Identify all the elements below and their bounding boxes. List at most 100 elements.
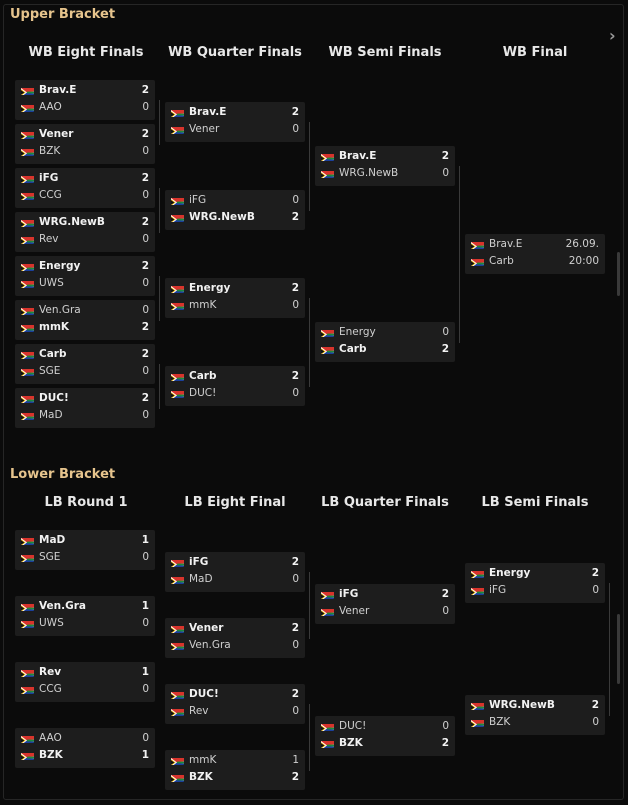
- team-name[interactable]: WRG.NewB: [489, 699, 555, 711]
- team-name[interactable]: AAO: [39, 101, 62, 113]
- team-name[interactable]: AAO: [39, 732, 62, 744]
- team-name[interactable]: Vener: [189, 622, 224, 634]
- team-name[interactable]: Ven.Gra: [39, 304, 81, 316]
- team-name[interactable]: CCG: [39, 189, 62, 201]
- team-name[interactable]: Vener: [39, 128, 74, 140]
- team-row[interactable]: DUC!0: [171, 385, 299, 402]
- chevron-right-icon[interactable]: ›: [609, 26, 616, 45]
- team-name[interactable]: DUC!: [39, 392, 69, 404]
- team-row[interactable]: DUC!2: [171, 686, 299, 703]
- team-name[interactable]: DUC!: [339, 720, 367, 732]
- team-name[interactable]: Ven.Gra: [189, 639, 231, 651]
- team-name[interactable]: Carb: [189, 370, 217, 382]
- team-name[interactable]: BZK: [489, 716, 511, 728]
- team-name[interactable]: Energy: [489, 567, 531, 579]
- team-name[interactable]: MaD: [39, 409, 63, 421]
- team-name[interactable]: BZK: [39, 145, 61, 157]
- team-name[interactable]: iFG: [339, 588, 359, 600]
- team-name[interactable]: Carb: [39, 348, 67, 360]
- team-name[interactable]: Ven.Gra: [39, 600, 87, 612]
- team-name[interactable]: mmK: [39, 321, 70, 333]
- team-row[interactable]: DUC!2: [21, 390, 149, 407]
- team-name[interactable]: BZK: [189, 771, 213, 783]
- team-name[interactable]: BZK: [39, 749, 63, 761]
- team-name[interactable]: Carb: [489, 255, 514, 267]
- team-name[interactable]: mmK: [189, 754, 217, 766]
- team-name[interactable]: Energy: [189, 282, 231, 294]
- team-name[interactable]: UWS: [39, 617, 64, 629]
- lower-scrollbar[interactable]: [617, 614, 620, 684]
- team-name[interactable]: Rev: [39, 666, 62, 678]
- team-name[interactable]: mmK: [189, 299, 217, 311]
- team-name[interactable]: SGE: [39, 365, 61, 377]
- team-name[interactable]: Brav.E: [339, 150, 377, 162]
- team-name[interactable]: iFG: [489, 584, 507, 596]
- team-row[interactable]: DUC!0: [321, 718, 449, 735]
- team-name[interactable]: Brav.E: [489, 238, 523, 250]
- team-name[interactable]: Rev: [39, 233, 59, 245]
- team-name[interactable]: DUC!: [189, 387, 217, 399]
- team-name[interactable]: iFG: [39, 172, 59, 184]
- team-name[interactable]: Rev: [189, 705, 209, 717]
- team-name[interactable]: WRG.NewB: [339, 167, 399, 179]
- team-name[interactable]: SGE: [39, 551, 61, 563]
- team-name[interactable]: Brav.E: [39, 84, 77, 96]
